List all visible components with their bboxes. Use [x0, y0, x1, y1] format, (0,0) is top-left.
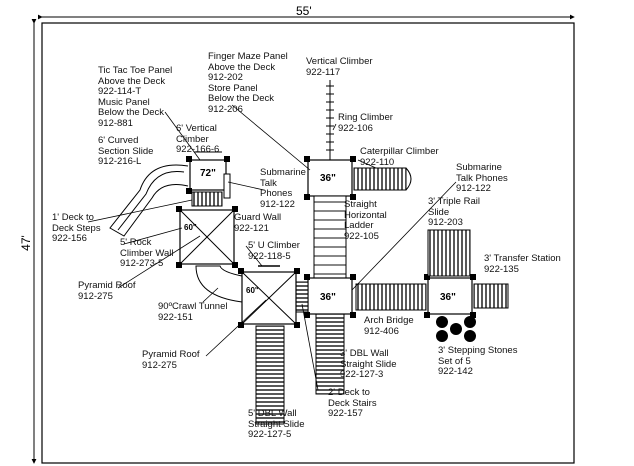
right-deck	[427, 277, 473, 315]
label-stepping: 3' Stepping Stones Set of 5 922-142	[438, 345, 518, 377]
label-vertical-climber-6: 6' Vertical Climber 922-166-6	[176, 123, 220, 155]
play-area-boundary	[41, 22, 575, 464]
label-ring-climber: Ring Climber 922-106	[338, 112, 393, 134]
curved-slide	[109, 164, 189, 237]
label-transfer: 3' Transfer Station 922-135	[484, 253, 561, 275]
horizontal-ladder	[313, 195, 347, 279]
arch-bridge	[355, 283, 427, 311]
label-tic-tac-toe: Tic Tac Toe Panel Above the Deck 922-114…	[98, 65, 173, 129]
u-deck-label: 60"	[246, 286, 259, 295]
dbl-wall-slide-3	[315, 313, 345, 395]
stepping-stones	[436, 316, 476, 342]
label-sub-phones-right: Submarine Talk Phones 912-122	[456, 162, 508, 194]
right-deck-label: 36"	[440, 292, 456, 303]
label-pyramid-1: Pyramid Roof 912-275	[78, 280, 136, 302]
transfer-station	[473, 283, 509, 309]
label-deck-to-deck-2: 2' Deck to Deck Stairs 922-157	[328, 387, 377, 419]
label-deck-to-deck-1: 1' Deck to Deck Steps 922-156	[52, 212, 101, 244]
label-pyramid-2: Pyramid Roof 912-275	[142, 349, 200, 371]
label-sub-phones-left: Submarine Talk Phones 912-122	[260, 167, 306, 210]
rock-climber-deck	[176, 206, 238, 268]
deck-stairs-2	[295, 281, 309, 313]
vertical-climber	[326, 80, 334, 160]
label-vertical-climber: Vertical Climber 922-117	[306, 56, 373, 78]
label-dbl-slide-3: 3' DBL Wall Straight Slide 922-127-3	[340, 348, 397, 380]
deck-steps-1	[191, 191, 223, 207]
rock-deck-label: 60"	[184, 223, 197, 232]
small-deck-label: 72"	[200, 168, 216, 179]
label-guard-wall: Guard Wall 922-121	[234, 212, 282, 234]
label-curved-slide: 6' Curved Section Slide 912-216-L	[98, 135, 154, 167]
label-caterpillar: Caterpillar Climber 922-110	[360, 146, 439, 168]
crawl-tunnel	[195, 265, 243, 303]
label-crawl-tunnel: 90ºCrawl Tunnel 922-151	[158, 301, 228, 323]
triple-rail-slide	[427, 229, 471, 277]
label-arch-bridge: Arch Bridge 912-406	[364, 315, 414, 337]
small-deck	[189, 159, 227, 191]
leader-lines	[87, 104, 457, 391]
top-deck-label: 36"	[320, 173, 336, 184]
guard-wall	[223, 173, 231, 199]
u-climber-deck	[238, 268, 300, 328]
label-triple-rail: 3' Triple Rail Slide 912-203	[428, 196, 480, 228]
dbl-wall-slide-5	[255, 325, 285, 425]
caterpillar-climber	[353, 167, 407, 191]
label-finger-maze: Finger Maze Panel Above the Deck 912-202…	[208, 51, 288, 115]
label-u-climber: 5' U Climber 922-118-5	[248, 240, 300, 262]
width-label: 55'	[296, 4, 312, 18]
label-rock-wall: 5' Rock Climber Wall 912-273-5	[120, 237, 174, 269]
label-dbl-slide-5: 5' DBL Wall Straight Slide 922-127-5	[248, 408, 305, 440]
center-deck-label: 36"	[320, 292, 336, 303]
label-straight-ladder: Straight Horizontal Ladder 922-105	[344, 199, 387, 242]
height-label: 47'	[18, 235, 33, 251]
